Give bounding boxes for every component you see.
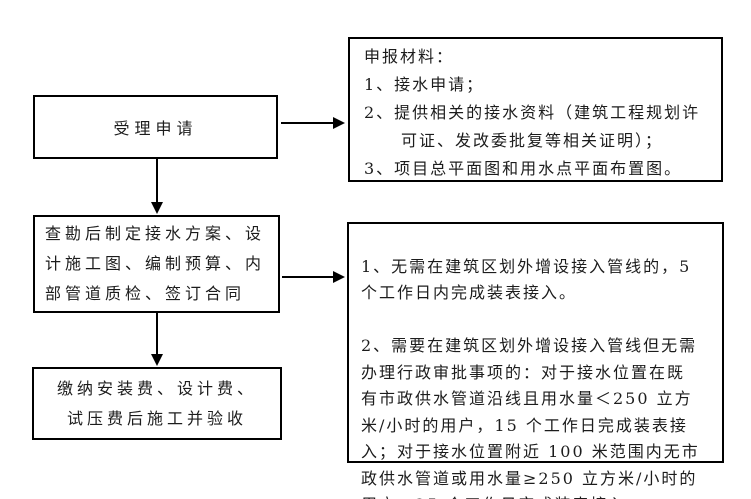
arrow-step1-to-note1-line [281,122,334,124]
note1-title: 申报材料： [364,47,455,66]
arrowhead-down-icon [151,354,163,366]
note2-item: 1、无需在建筑区划外增设接入管线的，5 个工作日内完成装表接入。 [361,256,692,303]
note1-item: 2、提供相关的接水资料（建筑工程规划许 可证、发改委批复等相关证明）； [364,103,701,150]
arrow-step2-to-step3-line [156,313,158,356]
note1-item: 1、接水申请； [364,75,485,94]
note-box-installation-timeline: 1、无需在建筑区划外增设接入管线的，5 个工作日内完成装表接入。 2、需要在建筑… [347,222,724,499]
note1-item: 3、项目总平面图和用水点平面布置图。 [364,159,683,178]
arrow-step1-to-step2-line [156,159,158,204]
note2-item: 2、需要在建筑区划外增设接入管线但无需 办理行政审批事项的：对于接水位置在既 有… [361,336,700,499]
step-box-accept-application: 受理申请 [33,95,278,159]
arrow-step2-to-note2-line [282,276,334,278]
arrowhead-down-icon [151,202,163,214]
arrowhead-right-icon [333,271,345,283]
note-box-application-materials: 申报材料： 1、接水申请； 2、提供相关的接水资料（建筑工程规划许 可证、发改委… [348,37,723,182]
step-box-pay-fees-construct-accept: 缴纳安装费、设计费、 试压费后施工并验收 [32,367,282,440]
step-box-survey-design-contract: 查勘后制定接水方案、设 计施工图、编制预算、内 部管道质检、签订合同 [33,215,280,313]
arrowhead-right-icon [333,117,345,129]
